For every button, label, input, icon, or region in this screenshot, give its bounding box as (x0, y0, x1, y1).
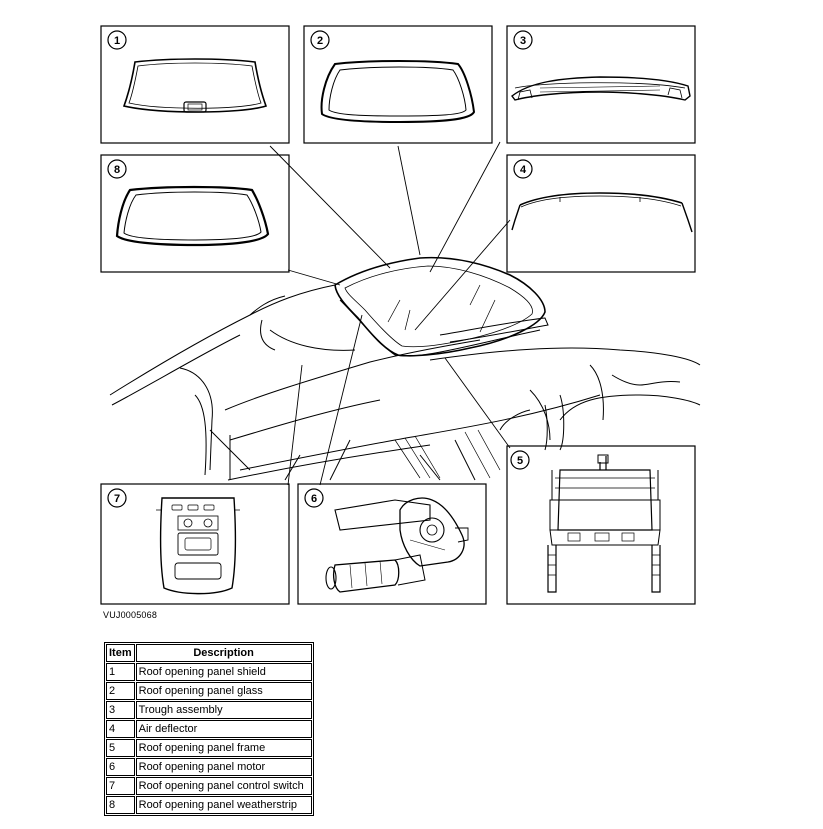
callout-circle-2 (310, 30, 330, 50)
callout-label-1: 1 (114, 35, 120, 47)
item-description: Trough assembly (135, 701, 312, 719)
header-description: Description (135, 644, 312, 662)
item-number: 3 (106, 701, 135, 719)
callout-label-8: 8 (114, 164, 120, 176)
callout-label-7: 7 (114, 493, 120, 505)
callout-label-6: 6 (311, 493, 317, 505)
item-description: Roof opening panel glass (135, 682, 312, 700)
table-row: 2 Roof opening panel glass (106, 682, 312, 700)
table-row: 7 Roof opening panel control switch (106, 777, 312, 795)
leader-lines (269, 141, 511, 486)
item-number: 8 (106, 796, 135, 814)
item-description: Roof opening panel shield (135, 663, 312, 681)
panel-frames (100, 25, 696, 605)
figure-reference-code: VUJ0005068 (103, 610, 158, 620)
callout-label-3: 3 (520, 35, 526, 47)
car-roof-illustration (109, 284, 701, 481)
parts-legend-table: Item Description 1 Roof opening panel sh… (104, 642, 314, 816)
callout-label-2: 2 (317, 35, 323, 47)
callout-circle-4 (513, 159, 533, 179)
callout-circle-5 (510, 450, 530, 470)
item-number: 6 (106, 758, 135, 776)
table-header-row: Item Description (106, 644, 312, 662)
table-row: 4 Air deflector (106, 720, 312, 738)
roof-glass-panel (334, 256, 549, 357)
table-row: 1 Roof opening panel shield (106, 663, 312, 681)
table-row: 3 Trough assembly (106, 701, 312, 719)
callout-circle-7 (107, 488, 127, 508)
callout-circle-1 (107, 30, 127, 50)
motor-part-drawing (325, 497, 469, 593)
callout-circle-3 (513, 30, 533, 50)
item-number: 4 (106, 720, 135, 738)
callout-circles (107, 30, 533, 508)
shield-part-drawing (122, 58, 268, 113)
item-number: 5 (106, 739, 135, 757)
callout-circle-8 (107, 159, 127, 179)
item-description: Roof opening panel frame (135, 739, 312, 757)
callout-label-4: 4 (520, 164, 527, 176)
item-number: 7 (106, 777, 135, 795)
item-number: 1 (106, 663, 135, 681)
trough-part-drawing (511, 76, 691, 101)
item-description: Roof opening panel control switch (135, 777, 312, 795)
callout-circle-6 (304, 488, 324, 508)
deflector-part-drawing (511, 192, 693, 233)
item-number: 2 (106, 682, 135, 700)
frame-part-drawing (547, 454, 661, 593)
table-row: 5 Roof opening panel frame (106, 739, 312, 757)
callout-label-5: 5 (517, 455, 523, 467)
item-description: Air deflector (135, 720, 312, 738)
weatherstrip-part-drawing (115, 185, 270, 247)
table-row: 6 Roof opening panel motor (106, 758, 312, 776)
header-item: Item (106, 644, 135, 662)
glass-part-drawing (320, 60, 476, 124)
item-description: Roof opening panel weatherstrip (135, 796, 312, 814)
table-row: 8 Roof opening panel weatherstrip (106, 796, 312, 814)
control-switch-part-drawing (156, 497, 240, 595)
item-description: Roof opening panel motor (135, 758, 312, 776)
